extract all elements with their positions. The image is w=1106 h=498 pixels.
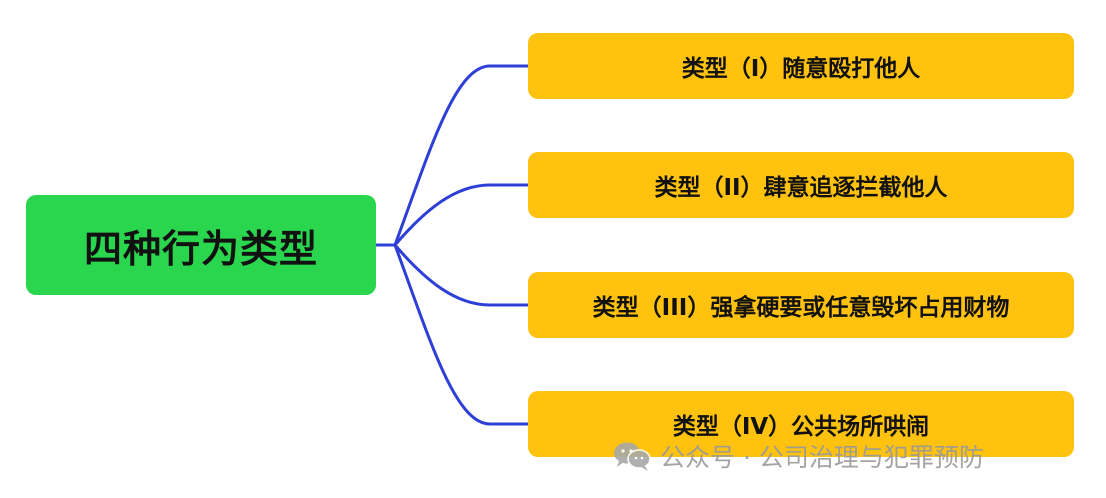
connector-2 — [393, 244, 528, 307]
watermark: 公众号 · 公司治理与犯罪预防 — [612, 438, 984, 474]
connector-1 — [393, 183, 528, 246]
root-label: 四种行为类型 — [83, 226, 318, 271]
connector-0 — [376, 64, 528, 247]
child-label: 类型（III）强拿硬要或任意毁坏占用财物 — [592, 295, 1010, 321]
child-label: 类型（IV）公共场所哄闹 — [672, 414, 930, 440]
connector-3 — [393, 244, 528, 426]
root-node: 四种行为类型 — [26, 195, 376, 295]
child-node-type-3: 类型（III）强拿硬要或任意毁坏占用财物 — [528, 272, 1074, 338]
child-node-type-1: 类型（I）随意殴打他人 — [528, 33, 1074, 99]
child-node-type-2: 类型（II）肆意追逐拦截他人 — [528, 152, 1074, 218]
child-label: 类型（I）随意殴打他人 — [681, 56, 921, 82]
watermark-text: 公众号 · 公司治理与犯罪预防 — [660, 443, 984, 472]
child-label: 类型（II）肆意追逐拦截他人 — [654, 175, 948, 201]
wechat-icon — [614, 442, 651, 471]
